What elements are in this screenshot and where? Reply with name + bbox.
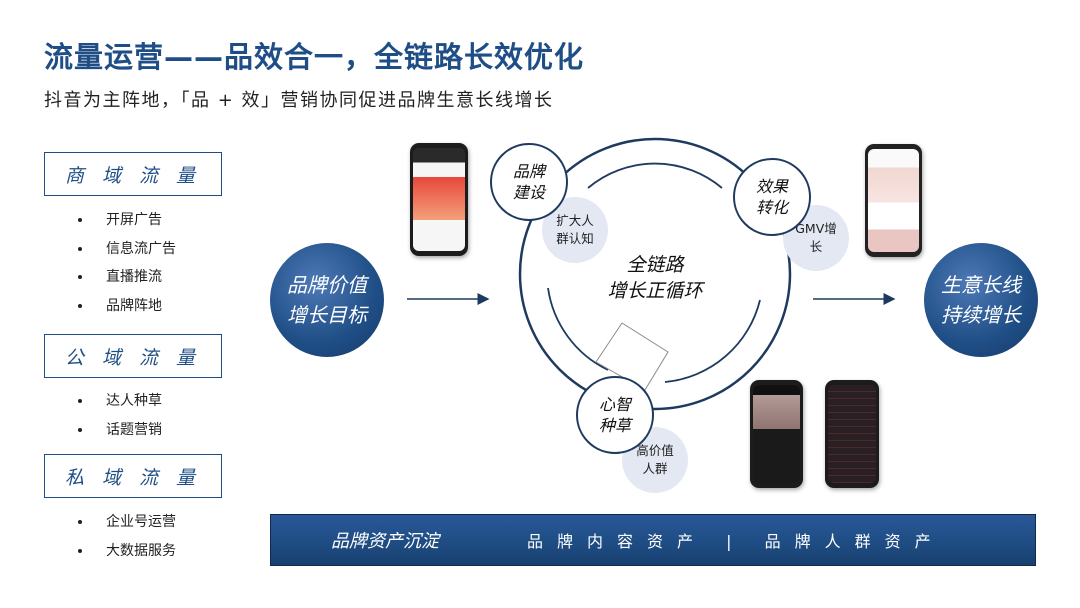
bubble-gmv-growth-line1: GMV增 (795, 220, 837, 238)
bubble-gmv-growth-line2: 长 (810, 238, 823, 256)
node-conversion: 效果 转化 (733, 158, 811, 236)
cycle-center-label: 全链路 增长正循环 (585, 252, 725, 304)
bubble-expand-awareness-line1: 扩大人 (556, 212, 594, 230)
node-brand-building-line2: 建设 (513, 182, 545, 203)
node-mindshare-seeding-line2: 种草 (599, 415, 631, 436)
bubble-expand-awareness-line2: 群认知 (556, 230, 594, 248)
cycle-center-line2: 增长正循环 (585, 278, 725, 304)
node-brand-building: 品牌 建设 (490, 143, 568, 221)
node-mindshare-seeding-line1: 心智 (599, 394, 631, 415)
node-brand-building-line1: 品牌 (513, 161, 545, 182)
node-mindshare-seeding: 心智 种草 (576, 376, 654, 454)
node-conversion-line2: 转化 (756, 197, 788, 218)
bubble-high-value-audience-line1: 高价值 (636, 442, 674, 460)
cycle-center-line1: 全链路 (585, 252, 725, 278)
bubble-high-value-audience-line2: 人群 (642, 460, 667, 478)
node-conversion-line1: 效果 (756, 176, 788, 197)
inner-arc-top (588, 164, 722, 188)
inner-arc-right (665, 300, 760, 382)
